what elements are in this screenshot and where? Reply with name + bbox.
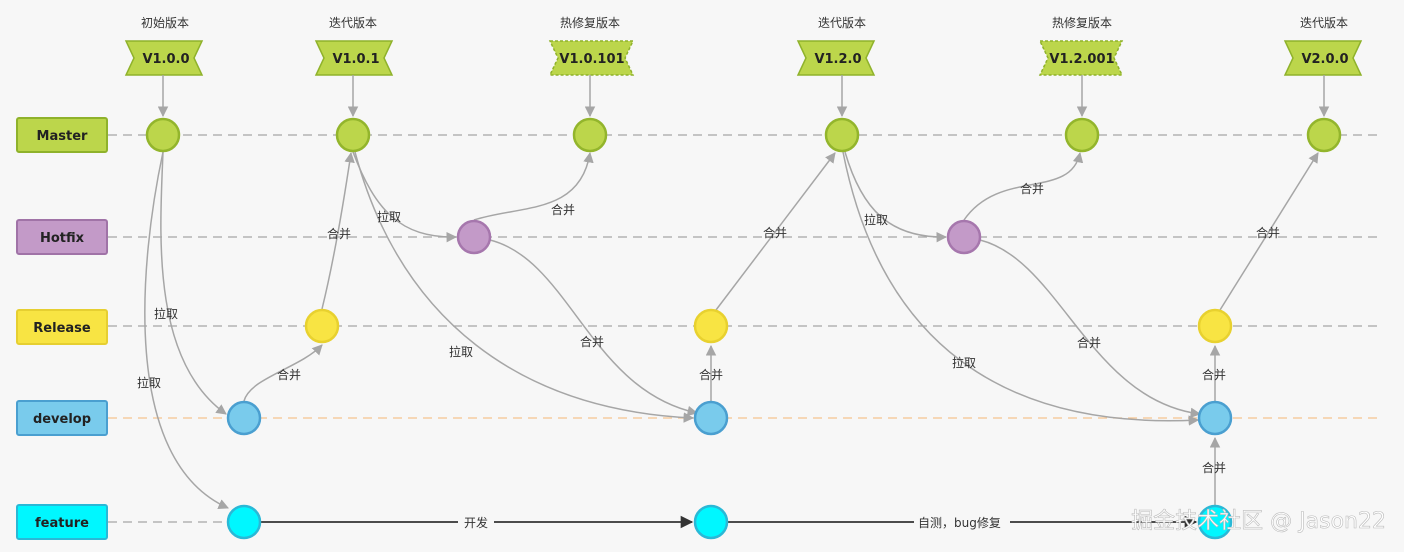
master-commit-node bbox=[572, 117, 608, 153]
edge-hotfix-to-develop bbox=[979, 239, 1202, 419]
master-commit-node bbox=[145, 117, 181, 153]
lane-label-text: Hotfix bbox=[40, 231, 85, 246]
lane-label-text: feature bbox=[35, 516, 89, 531]
tag-label: V2.0.0 bbox=[1301, 52, 1348, 67]
edge-label-merge: 合并 bbox=[327, 226, 351, 241]
flow-edges bbox=[144, 151, 1319, 509]
edge-label-develop: 开发 bbox=[464, 515, 488, 530]
tag-label: V1.2.0 bbox=[814, 52, 861, 67]
edge-master-to-develop bbox=[354, 151, 695, 423]
watermark-text: 掘金技术社区 @ Jason22 bbox=[1131, 509, 1386, 534]
master-commit-node bbox=[824, 117, 860, 153]
version-tag-v1-0-1: V1.0.1 bbox=[314, 40, 394, 76]
tag-label: V1.2.001 bbox=[1049, 52, 1114, 67]
edge-label-pull: 拉取 bbox=[137, 375, 161, 390]
edge-label-merge: 合并 bbox=[1020, 181, 1044, 196]
version-tag-v1-0-101: V1.0.101 bbox=[548, 40, 635, 76]
edge-label-pull: 拉取 bbox=[154, 306, 178, 321]
edge-label-merge: 合并 bbox=[551, 202, 575, 217]
edge-label-selftest: 自测，bug修复 bbox=[918, 515, 1001, 530]
tag-caption: 热修复版本 bbox=[1052, 15, 1112, 30]
tag-caption: 迭代版本 bbox=[1300, 16, 1348, 30]
version-tag-v1-2-0: V1.2.0 bbox=[796, 40, 876, 76]
tag-caption: 迭代版本 bbox=[818, 16, 866, 30]
edge-master-to-feature bbox=[144, 151, 229, 509]
version-tag-v1-0-0: V1.0.0 bbox=[124, 40, 204, 76]
tag-label: V1.0.1 bbox=[332, 52, 379, 67]
hotfix-commit-node bbox=[946, 219, 982, 255]
lane-label-text: Release bbox=[33, 321, 91, 336]
release-commit-node bbox=[304, 308, 340, 344]
edge-hotfix-to-develop bbox=[489, 239, 699, 417]
edge-release-to-master bbox=[321, 151, 355, 310]
develop-commit-node bbox=[1197, 400, 1233, 436]
develop-commit-node bbox=[226, 400, 262, 436]
edge-label-merge: 合并 bbox=[1202, 367, 1226, 382]
lane-label-hotfix: Hotfix bbox=[16, 219, 108, 255]
lane-label-feature: feature bbox=[16, 504, 108, 540]
edge-develop-to-release bbox=[243, 344, 323, 402]
edge-release-to-master bbox=[1219, 152, 1319, 311]
hotfix-commit-node bbox=[456, 219, 492, 255]
master-commit-node bbox=[1064, 117, 1100, 153]
edge-master-to-develop bbox=[160, 151, 227, 415]
feature-commit-node bbox=[1197, 504, 1233, 540]
edge-label-merge: 合并 bbox=[580, 334, 604, 349]
lane-label-develop: develop bbox=[16, 400, 108, 436]
lane-label-text: develop bbox=[33, 412, 91, 427]
edge-label-pull: 拉取 bbox=[377, 209, 401, 224]
tag-label: V1.0.101 bbox=[559, 52, 624, 67]
tag-arrows bbox=[157, 75, 1330, 118]
edge-label-merge: 合并 bbox=[1202, 460, 1226, 475]
tag-caption: 热修复版本 bbox=[560, 15, 620, 30]
tag-caption: 迭代版本 bbox=[329, 16, 377, 30]
master-commit-node bbox=[1306, 117, 1342, 153]
edge-label-pull: 拉取 bbox=[864, 212, 888, 227]
edge-release-to-master bbox=[715, 152, 836, 311]
lane-lines bbox=[108, 134, 1380, 523]
edge-label-pull: 拉取 bbox=[952, 355, 976, 370]
lane-label-text: Master bbox=[37, 129, 88, 144]
edge-master-to-develop bbox=[842, 151, 1200, 426]
master-commit-node bbox=[335, 117, 371, 153]
edge-hotfix-to-master bbox=[473, 151, 594, 221]
version-tag-v1-2-001: V1.2.001 bbox=[1038, 40, 1124, 76]
tag-label: V1.0.0 bbox=[142, 52, 189, 67]
edge-master-to-hotfix bbox=[844, 151, 948, 243]
lane-labels: Master Hotfix Release develop feature bbox=[16, 117, 108, 540]
lane-label-release: Release bbox=[16, 309, 108, 345]
edge-labels: 拉取 拉取 合并 合并 拉取 合并 拉取 合并 合并 合并 拉取 合并 拉取 合… bbox=[137, 181, 1280, 530]
edge-label-pull: 拉取 bbox=[449, 344, 473, 359]
version-tag-v2-0-0: V2.0.0 bbox=[1283, 40, 1363, 76]
tag-caption: 初始版本 bbox=[141, 16, 189, 30]
commit-nodes bbox=[145, 117, 1342, 540]
edge-label-merge: 合并 bbox=[1256, 225, 1280, 240]
edge-hotfix-to-master bbox=[963, 151, 1084, 221]
lane-label-master: Master bbox=[16, 117, 108, 153]
version-tags: 初始版本 V1.0.0 迭代版本 V1.0.1 热修复版本 V1.0.101 迭… bbox=[124, 15, 1363, 76]
feature-commit-node bbox=[226, 504, 262, 540]
develop-commit-node bbox=[693, 400, 729, 436]
release-commit-node bbox=[693, 308, 729, 344]
feature-commit-node bbox=[693, 504, 729, 540]
edge-label-merge: 合并 bbox=[1077, 335, 1101, 350]
release-commit-node bbox=[1197, 308, 1233, 344]
edge-label-merge: 合并 bbox=[277, 367, 301, 382]
edge-label-merge: 合并 bbox=[763, 225, 787, 240]
edge-label-merge: 合并 bbox=[699, 367, 723, 382]
